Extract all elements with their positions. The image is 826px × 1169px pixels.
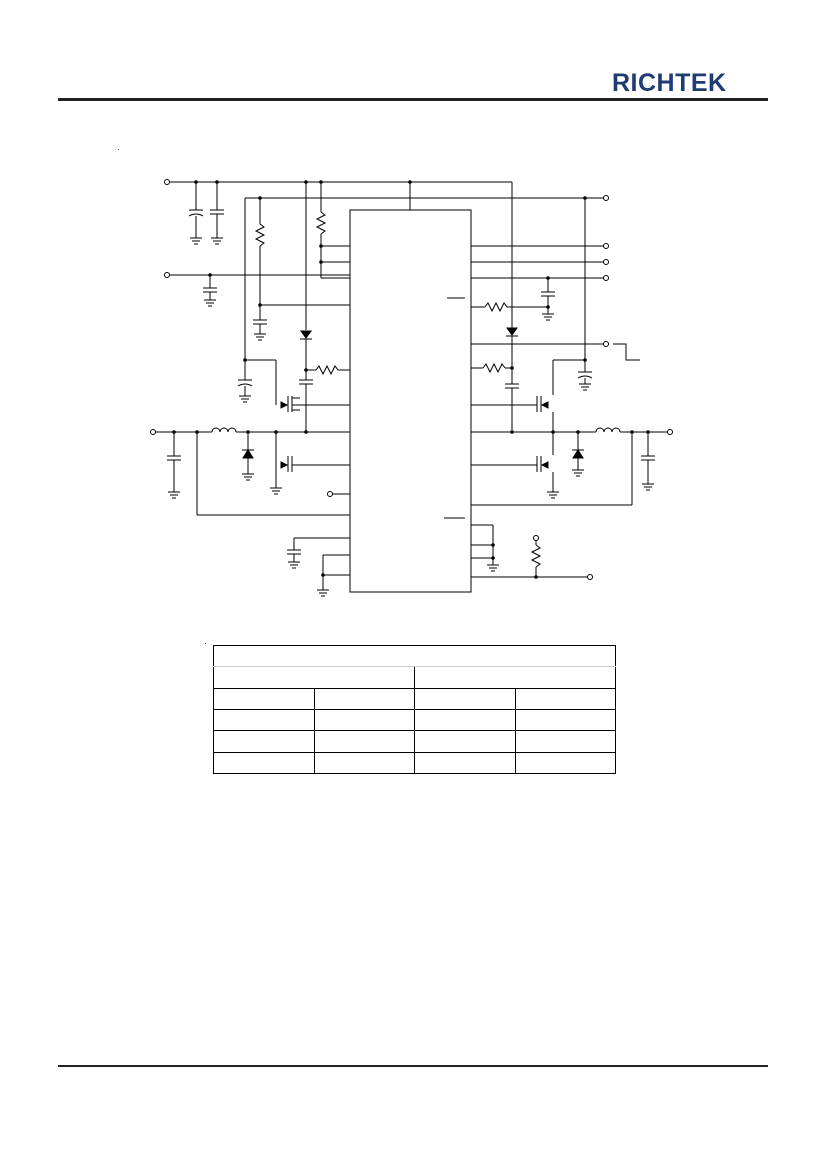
right-low-side-mosfet: [471, 432, 559, 499]
vin-rail: [164, 179, 513, 330]
table-cell: [514, 708, 616, 732]
table-cell: [414, 687, 516, 710]
table-cell: [213, 730, 315, 753]
right-schottky-diode: [572, 432, 584, 477]
table-row: [213, 687, 616, 710]
figure-caption-mark: [118, 149, 119, 150]
ic-package: [349, 209, 472, 593]
table-title: [213, 644, 616, 668]
pullup-resistor: [315, 182, 350, 279]
left-schottky-diode: [242, 432, 254, 481]
table-cell: [313, 730, 415, 753]
table-cell: [514, 730, 616, 753]
right-bottom-pins: [444, 517, 593, 580]
left-bootstrap: [299, 182, 350, 432]
left-pins: [287, 491, 350, 597]
table-cell: [313, 687, 415, 710]
left-high-side-mosfet: [245, 359, 350, 412]
richtek-logo: RICHTEK: [612, 69, 727, 97]
table-cell: [414, 730, 516, 753]
right-output-pins: [350, 195, 609, 372]
table-caption-mark: [205, 643, 206, 644]
table-cell: [213, 751, 315, 775]
left-switch-node: [150, 427, 350, 516]
table-group-left: [213, 666, 415, 689]
header-rule: [58, 98, 768, 101]
vcc-input: [164, 272, 350, 307]
table-cell: [514, 751, 616, 775]
component-selection-table: [213, 644, 616, 775]
table-cell: [213, 708, 315, 732]
table-cell: [313, 751, 415, 775]
table-cell: [514, 687, 616, 710]
table-cell: [414, 751, 516, 775]
junction-dots: [172, 180, 650, 579]
right-high-side-mosfet: [471, 359, 593, 432]
pgood-output: [471, 341, 640, 361]
vdd-rail-left: [237, 197, 350, 403]
footer-rule: [58, 1065, 768, 1067]
table-row: [213, 751, 616, 775]
right-compensation: [447, 297, 548, 432]
right-switch-node: [471, 427, 673, 506]
table-cell: [313, 708, 415, 732]
table-group-right: [414, 666, 616, 689]
table-row: [213, 730, 616, 753]
application-circuit-schematic: [150, 179, 673, 597]
left-low-side-mosfet: [270, 432, 350, 495]
table-cell: [414, 708, 516, 732]
table-cell: [213, 687, 315, 710]
input-capacitors: [188, 182, 224, 245]
table-row: [213, 708, 616, 732]
